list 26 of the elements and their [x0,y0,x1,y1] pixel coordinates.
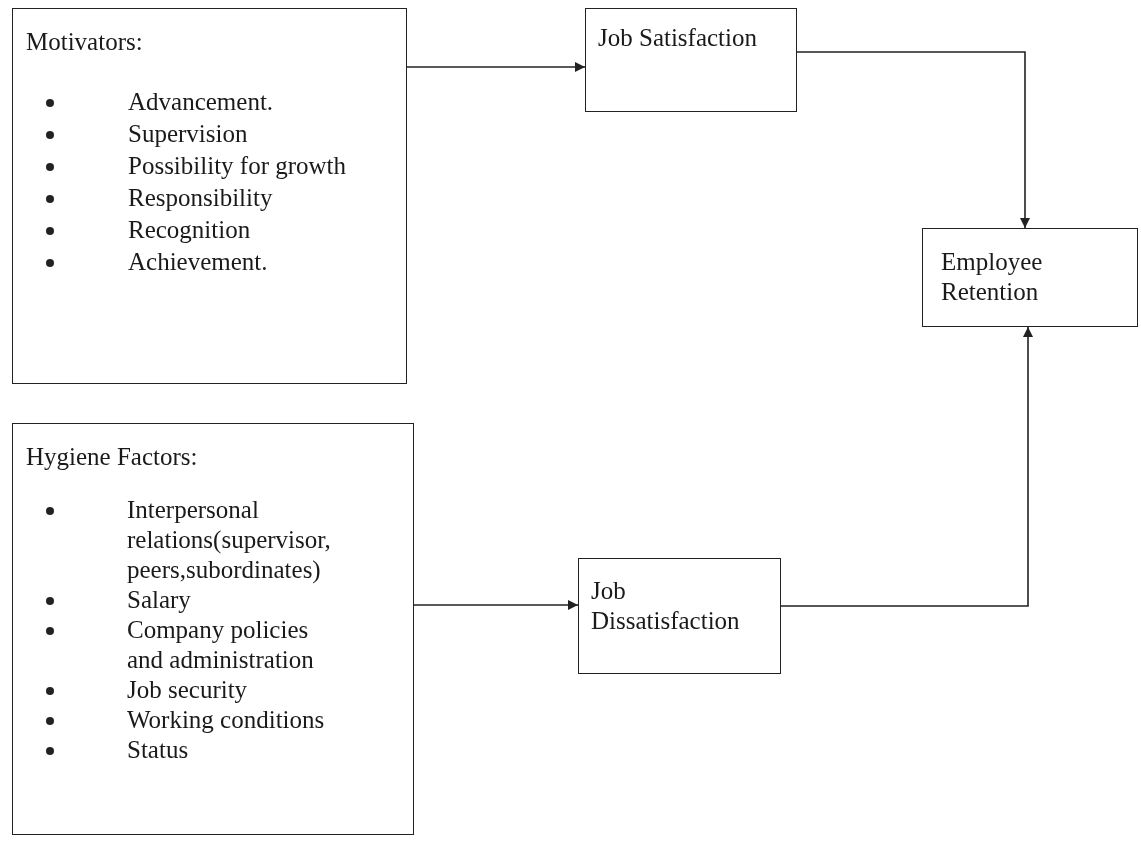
list-item-text: Company policies and administration [127,615,315,675]
process-box [12,8,407,384]
arrow [780,326,1033,607]
list-item-text: Status [127,735,190,765]
box-heading: Motivators: [26,27,143,57]
list-item-text: Possibility for growth [128,151,348,181]
list-item-text: Supervision [128,119,249,149]
box-heading: Hygiene Factors: [26,442,198,472]
box-label: Job Dissatisfaction [591,576,741,636]
list-item-text: Job security [127,675,249,705]
process-box [12,423,414,835]
arrow [413,600,579,610]
process-box [922,228,1138,327]
box-label: Job Satisfaction [598,23,758,53]
list-item-text: Interpersonal relations(supervisor, peers,subordinates) [127,495,332,585]
process-box [578,558,781,674]
arrow [796,51,1030,229]
box-label: Employee Retention [941,247,1044,307]
list-item-text: Responsibility [128,183,274,213]
list-item-text: Advancement. [128,87,275,117]
list-item-text: Working conditions [127,705,326,735]
process-box [585,8,797,112]
list-item-text: Recognition [128,215,252,245]
list-item-text: Salary [127,585,192,615]
arrow [406,62,586,72]
list-item-text: Achievement. [128,247,269,277]
